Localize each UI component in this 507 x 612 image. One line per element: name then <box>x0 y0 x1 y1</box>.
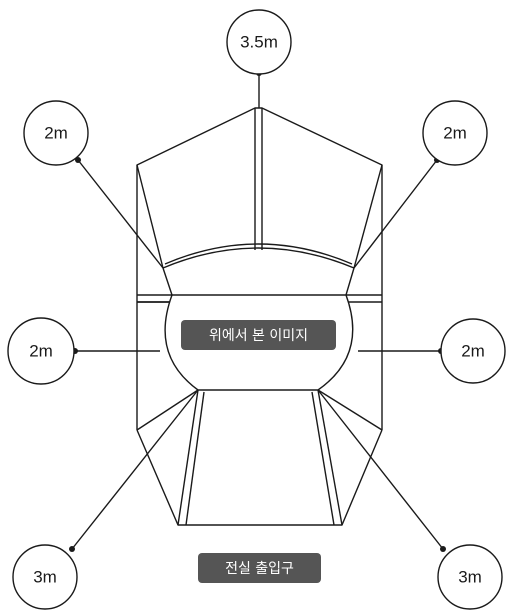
dot-lower-right <box>440 546 446 552</box>
rear-left-pole <box>136 164 164 269</box>
distance-circle-upper-left <box>23 100 89 166</box>
distance-circle-middle-right <box>440 318 506 384</box>
distance-label-upper-left: 2m <box>44 123 68 142</box>
vestibule-outline <box>136 429 383 526</box>
distance-circles <box>7 9 506 610</box>
distance-circle-lower-left <box>12 544 78 610</box>
roof-arc <box>162 247 355 269</box>
distance-label-lower-right: 3m <box>458 567 482 586</box>
entrance-tag: 전실 출입구 <box>198 553 321 583</box>
dot-upper-left <box>75 157 81 163</box>
leader-lines <box>71 73 444 550</box>
distance-circle-middle-left <box>7 317 75 385</box>
leader-lower-right <box>317 389 444 550</box>
distance-circle-upper-right <box>422 100 488 166</box>
left-connector <box>162 267 173 296</box>
distance-label-middle-left: 2m <box>29 341 53 360</box>
distance-label-lower-left: 3m <box>33 567 57 586</box>
distance-circle-lower-right <box>437 544 503 610</box>
vestibule-left-edge <box>136 389 199 431</box>
leader-lower-left <box>71 389 199 550</box>
distance-label-top: 3.5m <box>240 32 278 51</box>
distance-label-middle-right: 2m <box>461 341 485 360</box>
entrance-tag-text: 전실 출입구 <box>225 561 294 577</box>
top-view-tag-text: 위에서 본 이미지 <box>209 328 308 344</box>
vestibule-right-pole-2 <box>311 391 335 526</box>
vestibule-right-edge <box>317 389 383 431</box>
tent-outline <box>136 107 383 526</box>
roof-arc-inner <box>164 243 353 265</box>
vestibule-right-pole <box>317 389 343 526</box>
rear-right-pole <box>353 164 383 269</box>
top-view-tag: 위에서 본 이미지 <box>181 320 336 350</box>
vestibule-left-pole-2 <box>185 391 205 526</box>
top-view-tag-bg <box>181 320 336 350</box>
center-body <box>164 294 354 391</box>
entrance-tag-bg <box>198 553 321 583</box>
distance-labels: 3.5m 2m 2m 2m 2m 3m 3m <box>29 32 485 586</box>
leader-upper-right <box>353 159 438 269</box>
rear-panel-outline <box>136 107 383 295</box>
vestibule-left-pole <box>177 389 199 526</box>
dot-lower-left <box>69 546 75 552</box>
leader-upper-left <box>77 159 164 269</box>
right-connector <box>345 267 355 296</box>
leader-dots <box>69 70 446 552</box>
distance-label-upper-right: 2m <box>443 123 467 142</box>
distance-circle-top <box>226 9 292 75</box>
